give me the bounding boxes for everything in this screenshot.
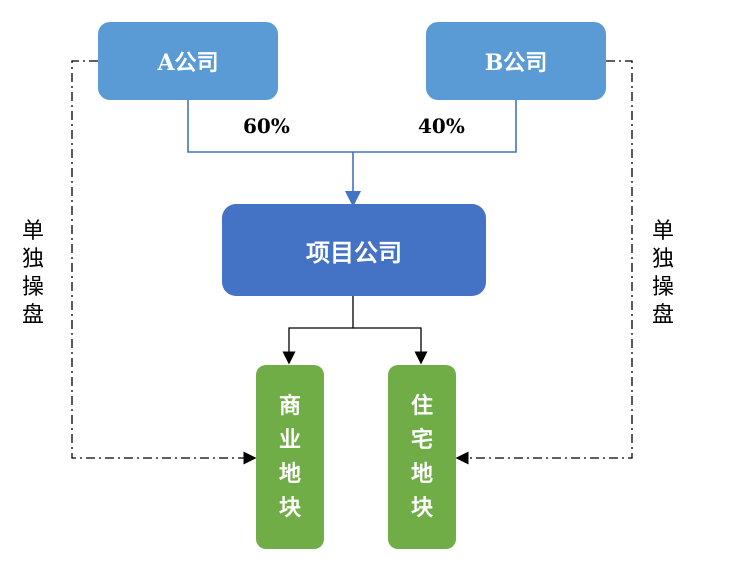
commercial-plot-node: 商 业 地 块 <box>256 365 324 549</box>
commercial-plot-char: 块 <box>278 495 301 521</box>
residential-plot-char: 住 <box>410 393 433 419</box>
right-side-label: 单 独 操 盘 <box>652 218 674 330</box>
residential-plot-char: 块 <box>410 495 433 521</box>
project-to-plots-line-right <box>353 327 428 365</box>
left-side-char: 独 <box>22 247 45 272</box>
right-side-char: 操 <box>652 275 675 300</box>
residential-plot-node: 住 宅 地 块 <box>388 365 456 549</box>
direct-line-b <box>455 60 633 465</box>
ownership-line-a <box>187 100 353 153</box>
company-b-node: B公司 <box>426 22 606 100</box>
right-side-char: 盘 <box>652 303 675 328</box>
left-side-char: 操 <box>22 275 45 300</box>
company-a-node: A公司 <box>98 22 278 100</box>
share-a-label: 60% <box>243 114 290 138</box>
ownership-line-b <box>353 100 517 153</box>
share-b-label: 40% <box>418 114 465 138</box>
left-side-label: 单 独 操 盘 <box>22 218 44 330</box>
project-company-node: 项目公司 <box>222 204 486 296</box>
right-side-char: 独 <box>652 247 675 272</box>
commercial-plot-char: 地 <box>278 461 301 487</box>
right-side-char: 单 <box>652 219 675 244</box>
residential-plot-char: 宅 <box>410 427 433 453</box>
direct-line-a <box>71 60 257 465</box>
left-side-char: 单 <box>22 219 45 244</box>
company-a-label: A公司 <box>157 50 219 76</box>
commercial-plot-char: 业 <box>278 427 301 453</box>
project-to-plots-line <box>282 296 354 365</box>
company-b-label: B公司 <box>484 50 548 76</box>
project-company-label: 项目公司 <box>306 237 402 267</box>
left-side-char: 盘 <box>22 303 45 328</box>
residential-plot-char: 地 <box>410 461 433 487</box>
commercial-plot-char: 商 <box>278 393 301 419</box>
